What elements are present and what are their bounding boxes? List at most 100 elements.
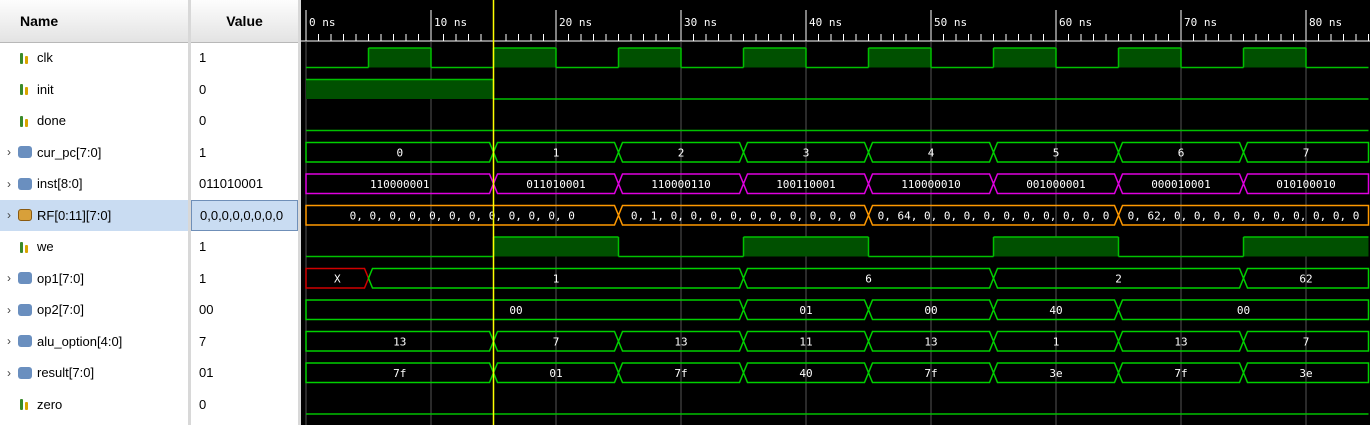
- bus-segment: [305, 330, 495, 352]
- bus-value-label: 7f: [393, 367, 406, 380]
- wave-init[interactable]: [306, 78, 1369, 100]
- bus-segment: [1117, 362, 1245, 384]
- bus-value-label: 2: [678, 146, 685, 159]
- signal-value: 0: [199, 113, 207, 128]
- bus-segment: [617, 173, 745, 195]
- high-level-fill: [1243, 237, 1369, 257]
- time-tick-label: 30 ns: [684, 16, 717, 29]
- signal-row-inst[interactable]: › inst[8:0]: [0, 168, 188, 199]
- signal-value: 01: [199, 365, 214, 380]
- signal-name: alu_option[4:0]: [37, 333, 123, 349]
- bus-value-label: 0, 64, 0, 0, 0, 0, 0, 0, 0, 0, 0, 0: [878, 209, 1110, 222]
- bus-segment: [1242, 362, 1370, 384]
- high-level-fill: [493, 48, 556, 68]
- signal-name: clk: [37, 50, 53, 65]
- time-tick-label: 50 ns: [934, 16, 967, 29]
- signal-row-cur-pc[interactable]: ›cur_pc[7:0]: [0, 137, 188, 168]
- high-level-fill: [743, 237, 869, 257]
- bit-signal-icon: [18, 52, 32, 64]
- signal-value: 1: [199, 144, 207, 160]
- bus-value-label: 13: [674, 335, 687, 348]
- memory-array-icon: [18, 209, 32, 221]
- expand-chevron-icon[interactable]: ›: [7, 176, 11, 191]
- bus-value-label: 40: [1049, 304, 1062, 317]
- bus-value-label: 5: [1053, 146, 1060, 159]
- bus-segment: [742, 362, 870, 384]
- signal-row-op1[interactable]: › op1[7:0]: [0, 263, 188, 294]
- high-level-fill: [493, 237, 619, 257]
- expand-chevron-icon[interactable]: ›: [7, 145, 11, 159]
- bus-value-label: 011010001: [526, 178, 586, 191]
- bus-segment: [305, 362, 495, 384]
- name-column-header[interactable]: Name: [0, 0, 188, 43]
- bus-value-label: 40: [799, 367, 812, 380]
- signal-name: op2[7:0]: [37, 302, 84, 317]
- bus-value-label: 110000110: [651, 178, 711, 191]
- expand-chevron-icon[interactable]: ›: [7, 302, 11, 317]
- signal-name: op1[7:0]: [37, 270, 84, 286]
- expand-chevron-icon[interactable]: ›: [7, 208, 11, 222]
- bus-value-label: 0, 62, 0, 0, 0, 0, 0, 0, 0, 0, 0, 0: [1128, 209, 1360, 222]
- bus-segment: [867, 173, 995, 195]
- ruler-background: [301, 0, 1370, 42]
- wave-we[interactable]: [306, 236, 1369, 258]
- value-column-header[interactable]: Value: [191, 0, 298, 43]
- bus-segment: [617, 141, 745, 163]
- bus-segment: [1117, 299, 1370, 321]
- signal-value: 0: [199, 396, 207, 412]
- signal-row-RF[interactable]: › RF[0:11][7:0]: [0, 199, 188, 231]
- bus-value-label: 00: [1237, 304, 1250, 317]
- signal-name: inst[8:0]: [37, 176, 83, 191]
- signal-row-clk[interactable]: clk: [0, 42, 188, 73]
- bus-value-label: 7: [1303, 146, 1310, 159]
- signal-row-init[interactable]: init: [0, 74, 188, 105]
- bus-segment: [305, 267, 370, 289]
- expand-chevron-icon[interactable]: ›: [7, 271, 11, 285]
- bus-value-label: 11: [799, 335, 812, 348]
- wave-clk[interactable]: [306, 47, 1369, 69]
- bus-value-label: 1: [553, 272, 560, 285]
- wave-grid: [305, 42, 1307, 425]
- bus-segment: [1117, 330, 1245, 352]
- bus-segment: [1242, 267, 1370, 289]
- bus-value-label: 010100010: [1276, 178, 1336, 191]
- high-level-fill: [743, 48, 806, 68]
- bus-value-label: 0, 0, 0, 0, 0, 0, 0, 0, 0, 0, 0, 0: [350, 209, 575, 222]
- signal-row-done[interactable]: done: [0, 105, 188, 136]
- signal-row-result[interactable]: ›result[7:0]: [0, 357, 188, 388]
- wave-splitter[interactable]: [298, 0, 301, 425]
- bit-signal-icon: [18, 115, 32, 127]
- bus-value-label: 7: [1303, 335, 1310, 348]
- signal-name: zero: [37, 396, 63, 412]
- column-splitter[interactable]: [188, 0, 191, 425]
- bus-segment: [305, 173, 495, 195]
- bus-segment: [742, 299, 870, 321]
- signal-value: 1: [199, 270, 207, 286]
- bus-value-label: 00: [924, 304, 937, 317]
- bus-signal-icon: [18, 303, 32, 316]
- expand-chevron-icon[interactable]: ›: [7, 334, 11, 348]
- expand-chevron-icon[interactable]: ›: [7, 365, 11, 380]
- signal-row-alu-option[interactable]: › alu_option[4:0]: [0, 326, 188, 357]
- signal-value: 1: [199, 50, 207, 65]
- bus-segment: [1117, 204, 1370, 226]
- high-level-fill: [1118, 48, 1181, 68]
- high-level-fill: [868, 48, 931, 68]
- signal-name: RF[0:11][7:0]: [37, 207, 112, 223]
- bus-signal-icon: [18, 366, 32, 379]
- signal-row-we[interactable]: we: [0, 231, 188, 262]
- signal-row-zero[interactable]: zero: [0, 389, 188, 420]
- signal-value: 1: [199, 239, 207, 254]
- signal-row-op2[interactable]: › op2[7:0]: [0, 294, 188, 325]
- bus-signal-icon: [18, 272, 32, 284]
